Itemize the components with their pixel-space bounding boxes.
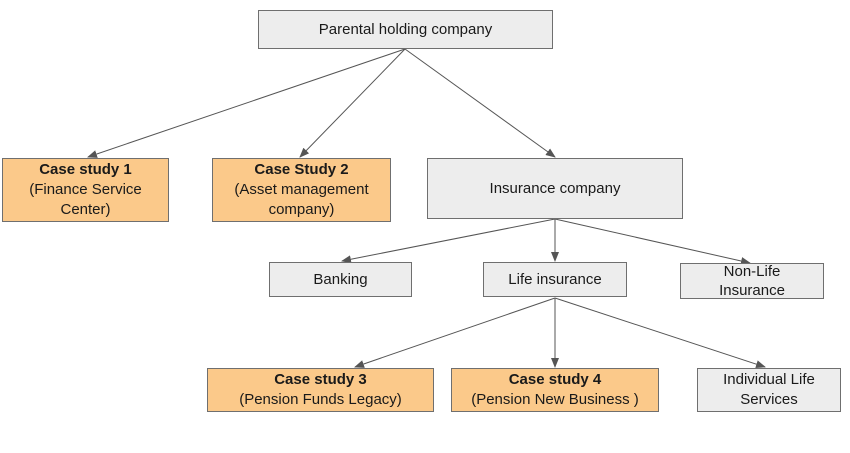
node-parental-holding-company: Parental holding company (258, 10, 553, 49)
node-case-study-1: Case study 1 (Finance Service Center) (2, 158, 169, 222)
edge-life-to-case3 (354, 297, 556, 368)
node-case-study-3-subtitle: (Pension Funds Legacy) (239, 391, 402, 408)
node-individual-life-services-title: Individual Life Services (723, 371, 815, 408)
edge-insurance-to-nonlife (554, 218, 751, 265)
node-insurance-company-title: Insurance company (489, 179, 621, 197)
node-case-study-4-subtitle: (Pension New Business ) (471, 391, 639, 408)
node-case-study-2-subtitle: (Asset management company) (234, 181, 369, 218)
node-life-insurance-title: Life insurance (508, 270, 602, 288)
node-individual-life-services: Individual Life Services (697, 368, 841, 412)
node-case-study-3-title: Case study 3 (274, 371, 367, 388)
node-case-study-1-title: Case study 1 (39, 161, 132, 178)
edge-parent-to-insurance (404, 48, 556, 158)
node-case-study-2: Case Study 2 (Asset management company) (212, 158, 391, 222)
node-parental-holding-company-title: Parental holding company (318, 20, 493, 38)
edge-insurance-to-banking (341, 218, 556, 264)
node-insurance-company: Insurance company (427, 158, 683, 219)
node-non-life-insurance: Non-Life Insurance (680, 263, 824, 299)
node-case-study-4: Case study 4 (Pension New Business ) (451, 368, 659, 412)
node-case-study-2-title: Case Study 2 (254, 161, 349, 178)
node-non-life-insurance-title: Non-Life Insurance (719, 263, 785, 299)
node-banking-title: Banking (313, 270, 368, 288)
node-case-study-3: Case study 3 (Pension Funds Legacy) (207, 368, 434, 412)
node-banking: Banking (269, 262, 412, 297)
edge-parent-to-case2 (299, 48, 406, 158)
node-case-study-4-title: Case study 4 (508, 371, 602, 388)
node-case-study-1-subtitle: (Finance Service Center) (29, 181, 142, 218)
node-life-insurance: Life insurance (483, 262, 627, 297)
edge-life-to-individual (554, 297, 766, 368)
edge-parent-to-case1 (87, 48, 406, 158)
